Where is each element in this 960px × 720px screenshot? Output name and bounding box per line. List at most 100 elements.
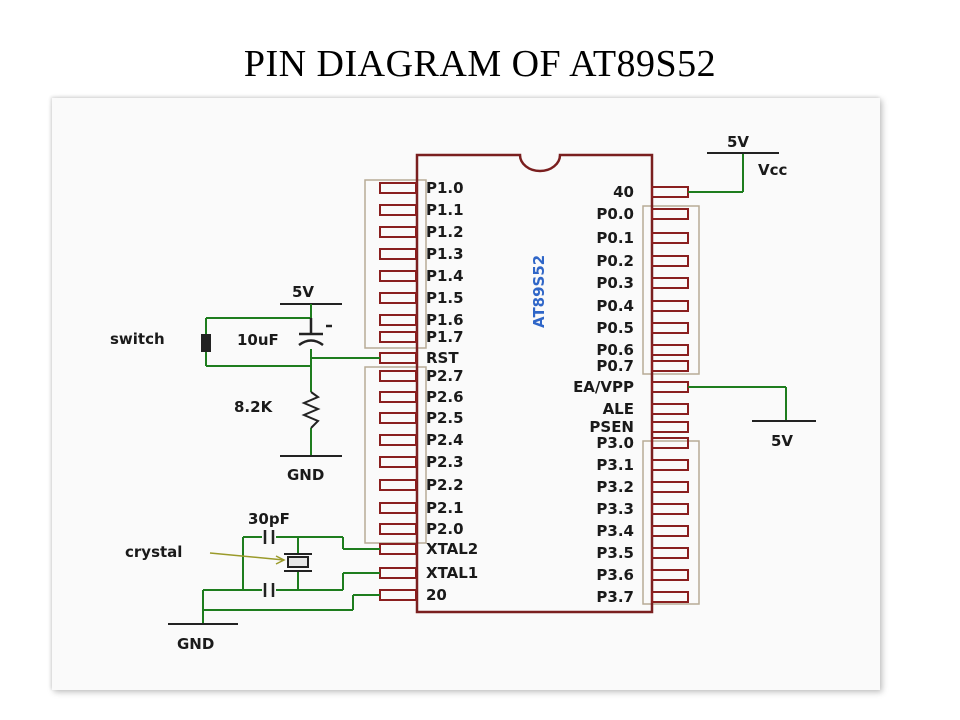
left-pin-label: P1.1 <box>426 201 464 219</box>
right-pin-label: P0.5 <box>596 319 634 337</box>
right-pin-label: P0.1 <box>596 229 634 247</box>
left-pin-1 <box>379 182 417 194</box>
reset-wiring <box>205 304 380 456</box>
left-pin-label: P1.0 <box>426 179 464 197</box>
left-pin-label: P2.7 <box>426 367 464 385</box>
left-pin-20 <box>379 589 417 601</box>
vcc-5v-label: 5V <box>727 133 749 151</box>
ea-connection <box>688 386 787 421</box>
right-pin-18 <box>651 547 689 559</box>
right-pin-1 <box>651 186 689 198</box>
right-pin-label: 40 <box>613 183 634 201</box>
right-pin-label: P0.7 <box>596 357 634 375</box>
left-pin-label: P2.1 <box>426 499 464 517</box>
right-pin-label: P0.0 <box>596 205 634 223</box>
left-pin-15 <box>379 479 417 491</box>
chip-body <box>415 153 654 614</box>
left-pin-label: P2.5 <box>426 409 464 427</box>
left-pin-14 <box>379 456 417 468</box>
right-pin-group: 40P0.0P0.1P0.2P0.3P0.4P0.5P0.6P0.7EA/VPP… <box>573 183 689 606</box>
left-pin-4 <box>379 248 417 260</box>
right-pin-5 <box>651 277 689 289</box>
left-pin-label: P2.4 <box>426 431 464 449</box>
reset-gnd-label: GND <box>287 466 324 484</box>
crystal-label: crystal <box>125 543 182 561</box>
left-pin-11 <box>379 391 417 403</box>
capacitor-30pf-top <box>263 530 275 544</box>
left-pin-9 <box>379 352 417 364</box>
left-pin-18 <box>379 543 417 555</box>
right-pin-17 <box>651 525 689 537</box>
p0-group-outline <box>642 205 700 375</box>
right-pin-label: P0.6 <box>596 341 634 359</box>
crystal-pointer <box>209 552 286 565</box>
crystal-symbol <box>284 553 312 572</box>
p3-group-outline <box>642 440 700 605</box>
switch-label: switch <box>110 330 165 348</box>
left-pin-13 <box>379 434 417 446</box>
left-pin-8 <box>379 331 417 343</box>
p1-group-outline <box>364 179 427 349</box>
right-pin-label: P3.6 <box>596 566 634 584</box>
left-pin-12 <box>379 412 417 424</box>
right-pin-14 <box>651 459 689 471</box>
left-pin-label: P1.7 <box>426 328 464 346</box>
chip-name-label: AT89S52 <box>530 255 548 328</box>
right-pin-15 <box>651 481 689 493</box>
left-pin-label: P1.2 <box>426 223 464 241</box>
right-pin-label: P3.1 <box>596 456 634 474</box>
left-pin-label: P1.4 <box>426 267 464 285</box>
right-pin-10 <box>651 381 689 393</box>
right-pin-12 <box>651 421 689 433</box>
left-pin-3 <box>379 226 417 238</box>
right-pin-20 <box>651 591 689 603</box>
right-pin-label: P3.5 <box>596 544 634 562</box>
crystal-wiring <box>202 536 380 624</box>
left-pin-16 <box>379 502 417 514</box>
right-pin-label: P3.3 <box>596 500 634 518</box>
right-pin-7 <box>651 322 689 334</box>
left-pin-label: P2.0 <box>426 520 464 538</box>
right-pin-11 <box>651 403 689 415</box>
right-pin-3 <box>651 232 689 244</box>
left-pin-label: 20 <box>426 586 447 604</box>
right-pin-label: PSEN <box>589 418 634 436</box>
right-pin-label: P0.4 <box>596 297 634 315</box>
diagram-panel <box>52 98 880 690</box>
right-pin-8 <box>651 344 689 356</box>
left-pin-7 <box>379 314 417 326</box>
left-pin-10 <box>379 370 417 382</box>
left-pin-label: P1.3 <box>426 245 464 263</box>
right-pin-13 <box>651 437 689 449</box>
ea-5v-label: 5V <box>771 432 793 450</box>
right-pin-label: P3.0 <box>596 434 634 452</box>
left-pin-2 <box>379 204 417 216</box>
capacitor-10uf <box>298 318 332 347</box>
left-pin-label: RST <box>426 349 459 367</box>
page-title: PIN DIAGRAM OF AT89S52 <box>243 43 717 85</box>
right-pin-label: EA/VPP <box>573 378 634 396</box>
right-pin-9 <box>651 360 689 372</box>
switch-symbol <box>201 334 211 352</box>
right-pin-19 <box>651 569 689 581</box>
right-pin-2 <box>651 208 689 220</box>
left-pin-label: P1.6 <box>426 311 464 329</box>
left-pin-label: P2.6 <box>426 388 464 406</box>
right-pin-label: P3.4 <box>596 522 634 540</box>
left-pin-label: XTAL2 <box>426 540 478 558</box>
left-pin-label: P1.5 <box>426 289 464 307</box>
left-pin-label: XTAL1 <box>426 564 478 582</box>
capacitor-30pf-bottom <box>263 583 275 597</box>
right-pin-label: P0.2 <box>596 252 634 270</box>
left-pin-17 <box>379 523 417 535</box>
left-pin-label: P2.3 <box>426 453 464 471</box>
crystal-gnd-label: GND <box>177 635 214 653</box>
left-pin-19 <box>379 567 417 579</box>
capacitor-label: 10uF <box>237 331 279 349</box>
right-pin-6 <box>651 300 689 312</box>
cap-30pf-label: 30pF <box>248 510 290 528</box>
left-pin-label: P2.2 <box>426 476 464 494</box>
resistor-8k2 <box>301 391 321 429</box>
vcc-connection <box>688 153 744 193</box>
